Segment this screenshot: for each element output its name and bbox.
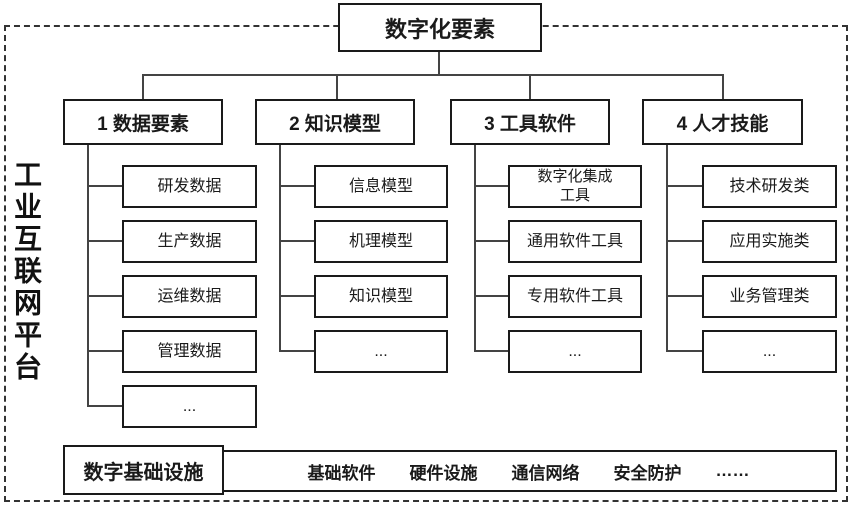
connector-line: [279, 185, 314, 187]
connector-line: [666, 295, 702, 297]
leaf-node: 数字化集成 工具: [508, 165, 642, 208]
category-node-talent-skills: 4 人才技能: [642, 99, 803, 145]
root-node: 数字化要素: [338, 3, 542, 52]
infrastructure-bar: 基础软件 硬件设施 通信网络 安全防护 ……: [220, 450, 837, 492]
connector-line: [666, 145, 668, 352]
connector-line: [87, 350, 122, 352]
leaf-node: 业务管理类: [702, 275, 837, 318]
connector-line: [666, 350, 702, 352]
leaf-node: ...: [702, 330, 837, 373]
platform-label: 工业互联网平台: [11, 160, 42, 384]
category-node-tool-software: 3 工具软件: [450, 99, 610, 145]
connector-line: [474, 295, 508, 297]
leaf-node: 运维数据: [122, 275, 257, 318]
infrastructure-item: 基础软件: [307, 463, 376, 483]
connector-line: [279, 240, 314, 242]
connector-line: [474, 240, 508, 242]
infrastructure-item: ……: [715, 461, 750, 480]
connector-line: [336, 74, 338, 99]
leaf-node: 研发数据: [122, 165, 257, 208]
connector-line: [279, 350, 314, 352]
infrastructure-item: 硬件设施: [409, 463, 478, 483]
leaf-node: 管理数据: [122, 330, 257, 373]
leaf-node: 知识模型: [314, 275, 448, 318]
connector-line: [438, 52, 440, 75]
leaf-node: 通用软件工具: [508, 220, 642, 263]
connector-line: [142, 74, 724, 76]
leaf-node: ...: [314, 330, 448, 373]
leaf-node: 信息模型: [314, 165, 448, 208]
connector-line: [474, 145, 476, 352]
connector-line: [529, 74, 531, 99]
connector-line: [142, 74, 144, 99]
connector-line: [474, 185, 508, 187]
leaf-node: 应用实施类: [702, 220, 837, 263]
connector-line: [474, 350, 508, 352]
infrastructure-label: 数字基础设施: [63, 445, 224, 495]
category-node-data-elements: 1 数据要素: [63, 99, 223, 145]
connector-line: [87, 240, 122, 242]
connector-line: [666, 240, 702, 242]
leaf-node: 机理模型: [314, 220, 448, 263]
category-node-knowledge-models: 2 知识模型: [255, 99, 415, 145]
infrastructure-item: 安全防护: [613, 463, 682, 483]
leaf-node: ...: [508, 330, 642, 373]
connector-line: [87, 405, 122, 407]
infrastructure-items: 基础软件 硬件设施 通信网络 安全防护 ……: [222, 459, 835, 484]
leaf-node: 专用软件工具: [508, 275, 642, 318]
leaf-node: ...: [122, 385, 257, 428]
connector-line: [666, 185, 702, 187]
leaf-node: 生产数据: [122, 220, 257, 263]
infrastructure-item: 通信网络: [511, 463, 580, 483]
connector-line: [87, 185, 122, 187]
connector-line: [279, 295, 314, 297]
leaf-node: 技术研发类: [702, 165, 837, 208]
connector-line: [279, 145, 281, 352]
connector-line: [722, 74, 724, 99]
connector-line: [87, 145, 89, 407]
connector-line: [87, 295, 122, 297]
